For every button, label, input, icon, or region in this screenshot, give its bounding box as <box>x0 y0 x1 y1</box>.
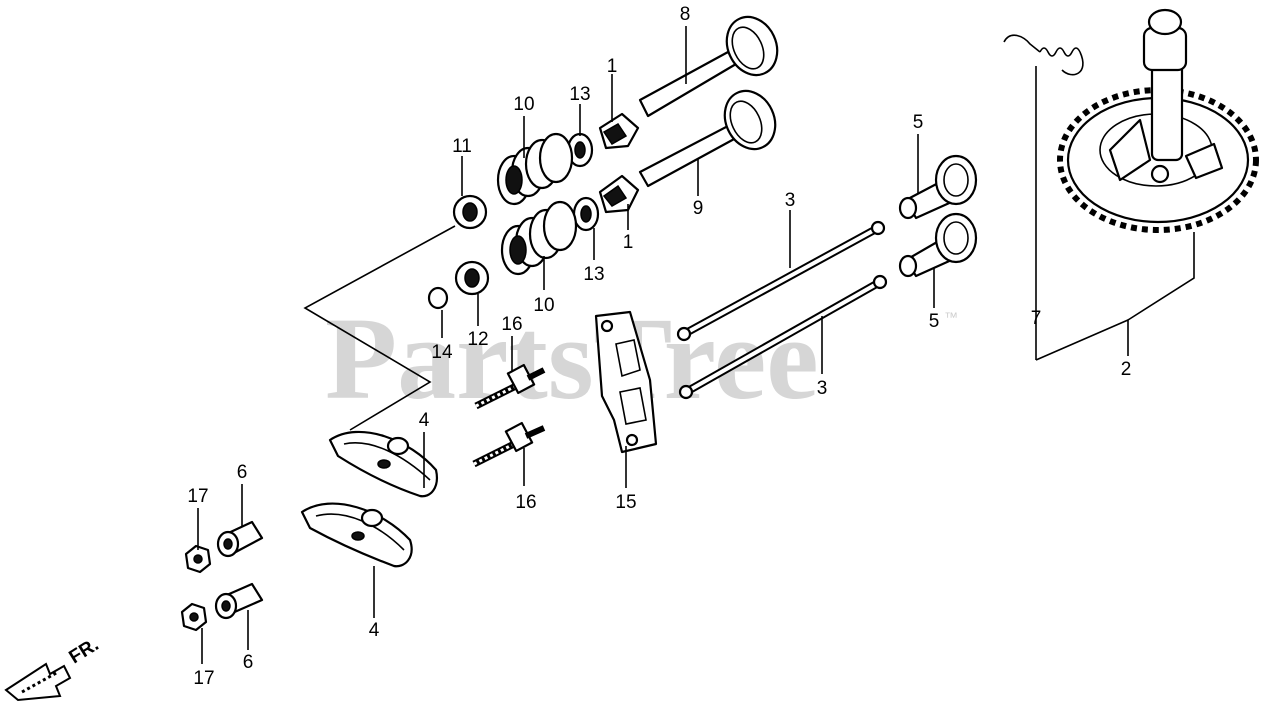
valve-exhaust-8[interactable] <box>638 9 786 118</box>
valve-spring-upper[interactable] <box>496 132 574 206</box>
callout-13[interactable]: 13 <box>569 84 590 105</box>
front-direction-label: FR. <box>66 634 103 668</box>
callout-3[interactable]: 3 <box>817 378 828 399</box>
watermark-text: PartsTree <box>325 293 819 424</box>
callout-1[interactable]: 1 <box>607 56 618 77</box>
callout-4[interactable]: 4 <box>369 620 380 641</box>
callout-10[interactable]: 10 <box>533 295 554 316</box>
retainer-12[interactable] <box>454 260 490 296</box>
watermark-trademark: ™ <box>944 309 958 325</box>
callout-16[interactable]: 16 <box>501 314 522 335</box>
lock-nut-lower[interactable] <box>180 602 208 632</box>
valve-retainer-upper[interactable] <box>598 112 640 150</box>
callout-6[interactable]: 6 <box>243 652 254 673</box>
callout-5[interactable]: 5 <box>929 311 940 332</box>
callout-17[interactable]: 17 <box>193 668 214 689</box>
retainer-11[interactable] <box>452 194 488 230</box>
front-arrow-icon <box>4 662 72 702</box>
callout-4[interactable]: 4 <box>419 410 430 431</box>
lock-nut-upper[interactable] <box>184 544 212 574</box>
rocker-arm-lower[interactable] <box>300 502 413 568</box>
callout-7[interactable]: 7 <box>1031 308 1042 329</box>
pivot-bolt-upper[interactable] <box>474 363 546 410</box>
callout-10[interactable]: 10 <box>513 94 534 115</box>
callout-12[interactable]: 12 <box>467 329 488 350</box>
valve-spring-lower[interactable] <box>500 200 578 276</box>
callout-3[interactable]: 3 <box>785 190 796 211</box>
valve-lifter-upper[interactable] <box>898 154 978 220</box>
governor-spring-7[interactable] <box>1003 34 1084 76</box>
leader-lines <box>197 26 935 664</box>
callout-14[interactable]: 14 <box>431 342 453 363</box>
pivot-bolt-lower[interactable] <box>472 421 546 468</box>
valve-lifter-lower[interactable] <box>898 212 978 278</box>
callout-1[interactable]: 1 <box>623 232 634 253</box>
callout-17[interactable]: 17 <box>187 486 208 507</box>
callout-8[interactable]: 8 <box>680 4 691 25</box>
callout-6[interactable]: 6 <box>237 462 248 483</box>
cap-14[interactable] <box>427 286 449 310</box>
callout-11[interactable]: 11 <box>452 136 472 157</box>
valve-seal-lower[interactable] <box>572 196 600 232</box>
adjusting-nut-lower[interactable] <box>214 582 264 620</box>
camshaft-gear[interactable] <box>1057 8 1259 233</box>
callout-16[interactable]: 16 <box>515 492 536 513</box>
callout-13[interactable]: 13 <box>583 264 604 285</box>
callout-15[interactable]: 15 <box>615 492 636 513</box>
rocker-arm-upper[interactable] <box>328 430 438 498</box>
valve-intake-9[interactable] <box>638 83 784 188</box>
callout-9[interactable]: 9 <box>693 198 704 219</box>
push-rod-upper[interactable] <box>676 220 886 342</box>
callout-2[interactable]: 2 <box>1121 359 1132 380</box>
adjusting-nut-upper[interactable] <box>216 520 264 558</box>
push-rod-lower[interactable] <box>678 274 888 400</box>
valve-retainer-lower[interactable] <box>598 174 640 214</box>
push-rod-guide-plate[interactable] <box>594 310 658 454</box>
callout-5[interactable]: 5 <box>913 112 924 133</box>
